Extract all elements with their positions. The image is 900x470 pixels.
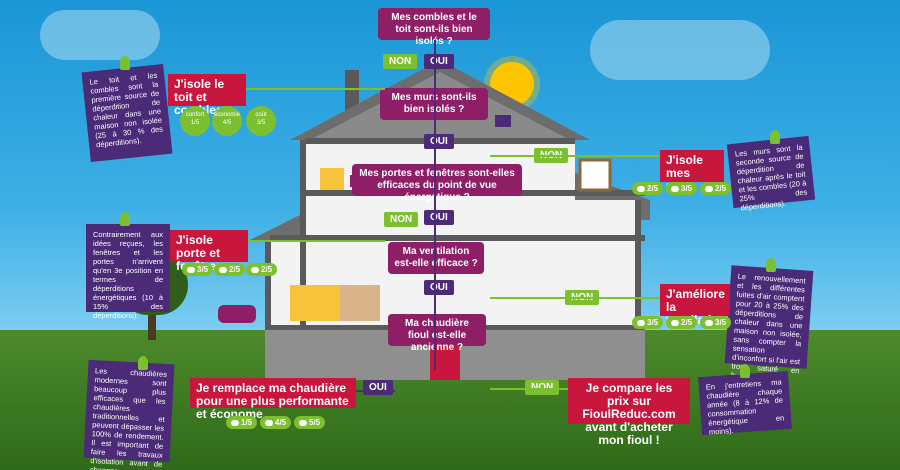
question-roof: Mes combles et le toit sont-ils bien iso… [378,8,490,47]
connector-walls-no [490,155,660,157]
score-value: 3/5 [256,120,266,126]
savings-icon [671,319,679,326]
score-vent-c: 3/5 [700,316,732,329]
score-value: 4/5 [222,120,232,126]
question-ventilation: Ma ventilation est-elle efficace ? [388,242,484,274]
score-walls-a: 2/5 [632,182,664,195]
score-value: 3/5 [647,318,659,327]
score-roof-economie: économie 4/5 [212,106,242,136]
answer-yes-windows: OUI [424,210,454,225]
comfort-icon [637,319,645,326]
score-value: 3/5 [197,265,209,274]
comfort-icon [187,266,195,273]
score-vent-a: 3/5 [632,316,664,329]
score-walls-c: 2/5 [700,182,732,195]
connector-main [434,40,436,370]
savings-icon [265,419,273,426]
score-value: 5/5 [309,418,321,427]
question-boiler: Ma chaudière fioul est-elle ancienne ? [388,314,486,353]
connector-roof-no [245,88,385,90]
score-label: économie [213,112,240,118]
score-windows-a: 3/5 [182,263,214,276]
info-ventilation: Le renouvellement et les différentes fui… [724,265,814,382]
question-windows: Mes portes et fenêtres sont-elles effica… [352,164,522,203]
compare-line2: avant d'acheter mon fioul ! [585,420,673,447]
action-boiler: Je remplace ma chaudière pour une plus p… [190,378,356,421]
cloud-right [590,20,770,80]
answer-no-roof: NON [383,54,418,69]
score-vent-b: 2/5 [666,316,698,329]
cost-icon [705,319,713,326]
connector-vent-no [490,297,660,299]
score-windows-b: 2/5 [214,263,246,276]
score-value: 1/5 [241,418,253,427]
comfort-icon [231,419,239,426]
score-boiler-a: 1/5 [226,416,258,429]
info-walls: Les murs sont la seconde source de déper… [726,135,816,212]
answer-no-boiler: NON [525,380,560,395]
compare-site: FioulReduc.com [582,407,676,421]
score-label: confort [185,112,205,118]
score-label: coût [255,112,267,118]
score-value: 1/5 [190,120,200,126]
pin-icon [120,56,130,70]
info-maintenance: En j'entretiens ma chaudière chaque anné… [698,370,792,437]
pin-icon [120,212,130,226]
score-boiler-b: 4/5 [260,416,292,429]
score-value: 4/5 [275,418,287,427]
info-windows: Contrairement aux idées reçues, les fenê… [86,224,170,320]
score-value: 2/5 [229,265,241,274]
answer-yes-roof: OUI [424,54,454,69]
answer-yes-ventilation: OUI [424,280,454,295]
compare-line1: Je compare les prix sur [585,381,673,408]
cost-icon [251,266,259,273]
info-boiler: Les chaudières modernes sont beaucoup pl… [83,359,175,470]
score-value: 3/5 [715,318,727,327]
action-roof: J'isole le toit et combles [168,74,246,117]
pin-icon [766,258,776,272]
savings-icon [219,266,227,273]
score-windows-c: 2/5 [246,263,278,276]
action-walls: J'isole mes murs [660,150,724,193]
connector-boiler-yes [355,390,395,392]
score-roof-confort: confort 1/5 [180,106,210,136]
action-compare: Je compare les prix sur FioulReduc.com a… [568,378,690,447]
answer-yes-walls: OUI [424,134,454,149]
cloud-left [40,10,160,60]
score-value: 2/5 [681,318,693,327]
score-value: 2/5 [261,265,273,274]
cost-icon [299,419,307,426]
savings-icon [671,185,679,192]
cost-icon [705,185,713,192]
score-value: 2/5 [647,184,659,193]
action-ventilation: J'améliore la ventilation [660,284,730,327]
score-walls-b: 3/5 [666,182,698,195]
score-boiler-c: 5/5 [294,416,326,429]
pin-icon [740,364,750,378]
pin-icon [138,356,148,370]
connector-boiler-no [490,388,570,390]
connector-windows-no [245,240,385,242]
car-icon [218,305,256,323]
comfort-icon [637,185,645,192]
tree-trunk [148,300,156,340]
action-windows: J'isole porte et fenêtres [170,230,248,273]
score-value: 2/5 [715,184,727,193]
score-value: 3/5 [681,184,693,193]
answer-yes-boiler: OUI [363,380,393,395]
info-roof: Le toit et les combles sont la première … [81,63,173,163]
answer-no-windows: NON [384,212,419,227]
score-roof-cout: coût 3/5 [246,106,276,136]
pin-icon [770,130,780,144]
